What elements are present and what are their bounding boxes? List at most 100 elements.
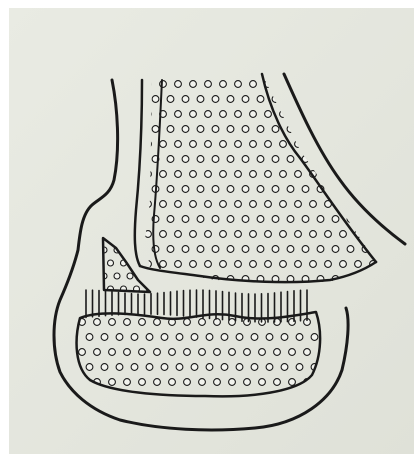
metaphysis-dot [257, 246, 264, 253]
epiphysis-dot [214, 319, 221, 326]
metaphysis-dot [242, 156, 249, 163]
metaphysis-dot [295, 231, 302, 238]
metaphysis-dot [272, 216, 279, 223]
metaphysis-dot [205, 141, 212, 148]
epiphysis-dot [289, 349, 296, 356]
metaphysis-dot [205, 81, 212, 88]
metaphysis-dot [205, 111, 212, 118]
epiphysis-dot [259, 349, 266, 356]
epiphysis-dot [274, 379, 281, 386]
metaphysis-dot [167, 96, 174, 103]
metaphysis-dot [175, 261, 182, 268]
metaphysis-dot [182, 156, 189, 163]
metaphysis-dot [190, 261, 197, 268]
epiphysis-dot [229, 379, 236, 386]
metaphysis-dot [317, 246, 324, 253]
epiphysis-dot [116, 364, 123, 371]
metaphysis-dot [250, 111, 257, 118]
metaphysis-dot [220, 171, 227, 178]
metaphysis-dot [332, 216, 339, 223]
metaphysis-dot [280, 231, 287, 238]
metaphysis-dot [265, 141, 272, 148]
epiphysis-dot [94, 349, 101, 356]
metaphysis-dot [347, 246, 354, 253]
metaphysis-dot [182, 186, 189, 193]
metaphysis-dot [175, 231, 182, 238]
metaphysis-dot [220, 201, 227, 208]
epiphysis-dot [86, 364, 93, 371]
epiphysis-dot [161, 364, 168, 371]
epiphysis-dot [139, 379, 146, 386]
metaphysis-dot [220, 231, 227, 238]
epiphysis-dot [214, 349, 221, 356]
metaphysis-dot [302, 186, 309, 193]
epiphysis-dot [184, 349, 191, 356]
epiphysis-dot [169, 379, 176, 386]
epiphysis-dot [259, 379, 266, 386]
metaphysis-dot [257, 96, 264, 103]
metaphysis-dot [197, 186, 204, 193]
metaphysis-dot [265, 231, 272, 238]
epiphysis-dot [161, 334, 168, 341]
metaphysis-dot [212, 216, 219, 223]
metaphysis-dot [235, 261, 242, 268]
metaphysis-dot [167, 216, 174, 223]
metaphysis-dot [212, 246, 219, 253]
metaphysis-dot [302, 216, 309, 223]
epiphysis-dot [131, 364, 138, 371]
epiphysis-dot [139, 349, 146, 356]
epiphysis-dot [184, 379, 191, 386]
metaphysis-dot [182, 96, 189, 103]
epiphysis-dot [251, 334, 258, 341]
metaphysis-dot [317, 216, 324, 223]
metaphysis-dot [182, 126, 189, 133]
metaphysis-dot [227, 186, 234, 193]
metaphysis-dot [182, 216, 189, 223]
metaphysis-dot [242, 96, 249, 103]
epiphysis-dot [184, 319, 191, 326]
epiphysis-dot [221, 334, 228, 341]
metaphysis-dot [295, 171, 302, 178]
epiphysis-dot [244, 349, 251, 356]
epiphysis-dot [266, 334, 273, 341]
epiphysis-dot [266, 364, 273, 371]
metaphysis-dot [235, 81, 242, 88]
epiphysis-dot [94, 319, 101, 326]
epiphysis-dot [236, 364, 243, 371]
metaphysis-dot [227, 246, 234, 253]
metaphysis-dot [280, 141, 287, 148]
metaphysis-dot [182, 246, 189, 253]
epiphysis-dot [191, 334, 198, 341]
metaphysis-dot [250, 141, 257, 148]
metaphysis-dot [257, 186, 264, 193]
metaphysis-dot [295, 201, 302, 208]
epiphysis-dot [124, 319, 131, 326]
metaphysis-dot [197, 156, 204, 163]
metaphysis-dot [287, 216, 294, 223]
epiphysis-dot [281, 334, 288, 341]
metaphysis-dot [175, 141, 182, 148]
metaphysis-dot [212, 96, 219, 103]
epiphysis-dot [169, 349, 176, 356]
metaphysis-dot [340, 231, 347, 238]
metaphysis-dot [250, 81, 257, 88]
metaphysis-dot [197, 246, 204, 253]
metaphysis-dot [325, 261, 332, 268]
metaphysis-dot [302, 246, 309, 253]
metaphysis-dot [310, 201, 317, 208]
epiphysis-dot [296, 334, 303, 341]
metaphysis-dot [257, 216, 264, 223]
metaphysis-dot [152, 96, 159, 103]
metaphysis-dot [190, 111, 197, 118]
epiphysis-dot [146, 334, 153, 341]
metaphysis-dot [325, 231, 332, 238]
epiphysis-dot [304, 349, 311, 356]
metaphysis-dot [227, 126, 234, 133]
metaphysis-dot [167, 186, 174, 193]
metaphysis-dot [190, 231, 197, 238]
fragment-dot [108, 260, 114, 266]
epiphysis-dot [244, 379, 251, 386]
epiphysis-dot [146, 364, 153, 371]
epiphysis-dot [236, 334, 243, 341]
